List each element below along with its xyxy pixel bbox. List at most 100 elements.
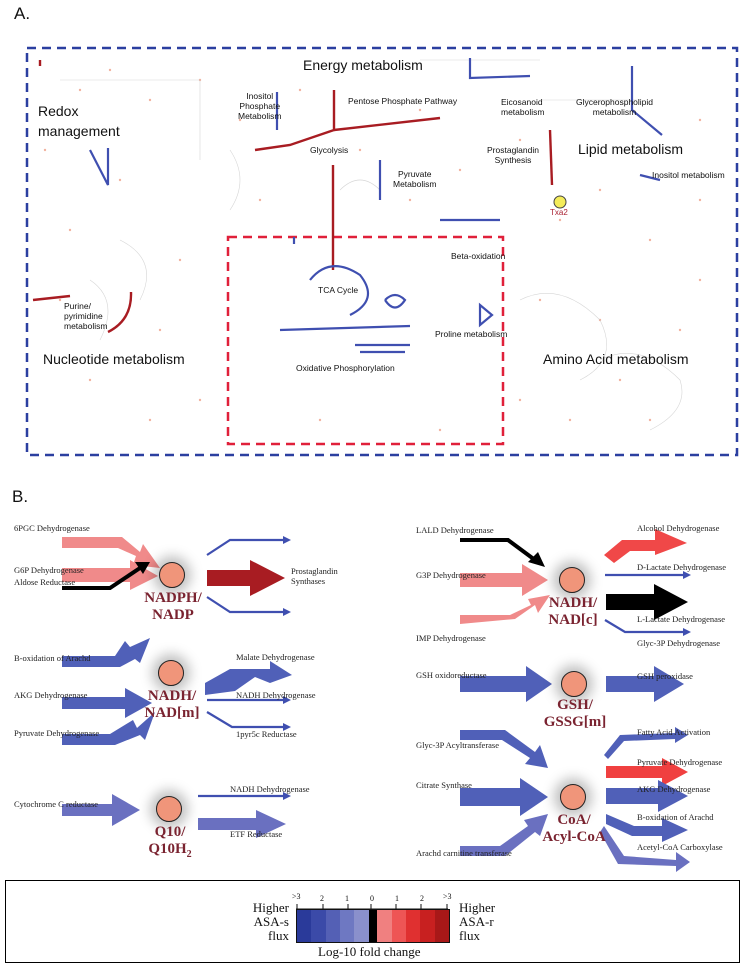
gsh-label-line1: GSH/ bbox=[557, 697, 593, 713]
arrow-g3p bbox=[460, 564, 548, 596]
nadhc-arrows bbox=[460, 529, 691, 636]
label-malate: Malate Dehydrogenase bbox=[236, 652, 315, 662]
arrow-boxidation bbox=[62, 638, 150, 667]
gsh-node-label: GSH/ GSSG[m] bbox=[540, 697, 610, 731]
q10-arrows bbox=[62, 792, 291, 838]
pathway-eicosanoid: Eicosanoid metabolism bbox=[501, 97, 544, 117]
blue-pathways bbox=[89, 58, 663, 354]
energy-region-box bbox=[25, 46, 739, 457]
legend-right-line3: flux bbox=[459, 928, 480, 943]
q10-node-label: Q10/ Q10H2 bbox=[135, 824, 205, 863]
purine-line1: Purine/ bbox=[64, 301, 91, 311]
arrow-g6p bbox=[62, 560, 158, 590]
legend-left-line3: flux bbox=[268, 928, 289, 943]
arrow-aldose bbox=[62, 566, 142, 590]
arrow-akg-in bbox=[62, 688, 152, 718]
nadph-label-line2: NADP bbox=[152, 607, 194, 623]
q10-label-sub: 2 bbox=[186, 849, 192, 860]
txa2-node bbox=[553, 195, 567, 209]
arrow-akg-out bbox=[606, 780, 688, 812]
arrow-glyc3p-dh bbox=[604, 619, 683, 634]
mitochondria-region-box bbox=[226, 235, 505, 446]
nadhm-arrows bbox=[62, 638, 292, 745]
label-boxidation-in: B-oxidation of Arachd bbox=[14, 653, 91, 663]
flux-arrows bbox=[62, 529, 691, 872]
coa-label-line2: Acyl-CoA bbox=[542, 829, 606, 845]
region-amino-acid-label: Amino Acid metabolism bbox=[543, 351, 689, 367]
color-scale bbox=[296, 909, 450, 943]
tick-6: 2 bbox=[420, 894, 424, 903]
inositol-phosphate-line3: Metabolism bbox=[238, 111, 282, 121]
legend-box bbox=[5, 880, 740, 963]
nadph-label-line1: NADPH/ bbox=[144, 590, 202, 606]
scale-swatch-10 bbox=[420, 910, 435, 942]
panel-a-label: A. bbox=[14, 4, 31, 23]
eicosanoid-line2: metabolism bbox=[501, 107, 545, 117]
label-g3p: G3P Dehydrogenase bbox=[416, 570, 486, 580]
label-g6p: G6P Dehydrogenase bbox=[14, 565, 84, 575]
scale-swatch-6 bbox=[368, 910, 378, 942]
pathway-glycolysis: Glycolysis bbox=[310, 145, 349, 155]
label-acetylcoa: Acetyl-CoA Carboxylase bbox=[637, 842, 723, 852]
label-prostaglandin-synthases: Prostaglandin Synthases bbox=[291, 566, 338, 586]
label-glyc3p-dh: Glyc-3P Dehydrogenase bbox=[637, 638, 721, 648]
region-energy-label: Energy metabolism bbox=[303, 57, 423, 73]
coa-node bbox=[560, 784, 586, 810]
metabolic-map bbox=[25, 46, 739, 457]
q10-label-main: Q10H bbox=[148, 841, 187, 857]
pathway-pyruvate: Pyruvate Metabolism bbox=[393, 169, 436, 189]
arrow-gsh-oxidoreductase bbox=[460, 666, 552, 702]
scale-swatch-7 bbox=[377, 910, 392, 942]
tick-4: 0 bbox=[370, 894, 374, 903]
label-lald: LALD Dehydrogenase bbox=[416, 525, 494, 535]
label-1pyr5c: 1pyr5c Reductase bbox=[236, 729, 297, 739]
legend-caption: Log-10 fold change bbox=[318, 944, 421, 959]
arrow-cytc bbox=[62, 794, 140, 826]
region-lipid-label: Lipid metabolism bbox=[578, 141, 684, 157]
pathway-oxphos: Oxidative Phosphorylation bbox=[296, 363, 395, 373]
scale-swatch-3 bbox=[325, 910, 341, 942]
label-glyc3p-acyl: Glyc-3P Acyltransferase bbox=[416, 740, 500, 750]
pathway-tca: TCA Cycle bbox=[318, 285, 359, 295]
pathway-glycerophospholipid: Glycerophospholipid metabolism bbox=[576, 97, 653, 117]
arrow-etf bbox=[198, 810, 286, 838]
network-edges bbox=[60, 59, 683, 431]
redox-line1: Redox bbox=[38, 103, 79, 119]
nadh-m-label-line1: NADH/ bbox=[147, 688, 197, 704]
legend-left-line2: ASA-s bbox=[253, 914, 289, 929]
gsh-arrows bbox=[460, 666, 684, 702]
nadh-c-label-line2: NAD[c] bbox=[548, 612, 598, 628]
label-alcohol: Alcohol Dehydrogenase bbox=[637, 523, 720, 533]
arrow-nadph-out-top bbox=[206, 538, 283, 556]
q10-label-line1: Q10/ bbox=[154, 824, 186, 840]
label-6pgc: 6PGC Dehydrogenase bbox=[14, 523, 90, 533]
arrow-6pgc bbox=[62, 537, 160, 568]
nadh-c-label-line1: NADH/ bbox=[548, 595, 598, 611]
scale-swatch-8 bbox=[391, 910, 407, 942]
inositol-phosphate-line2: Phosphate bbox=[239, 101, 281, 111]
legend-left-text: Higher ASA-s flux bbox=[249, 901, 289, 943]
label-etf: ETF Reductase bbox=[230, 829, 283, 839]
label-dlactate: D-Lactate Dehydrogenase bbox=[637, 562, 726, 572]
label-arachd-carnitine: Arachd carnitine transferase bbox=[416, 848, 512, 858]
label-boxidation-out: B-oxidation of Arachd bbox=[637, 812, 714, 822]
pathway-purine: Purine/ pyrimidine metabolism bbox=[64, 301, 107, 331]
pathway-beta-oxidation: Beta-oxidation bbox=[451, 251, 506, 261]
coa-arrows bbox=[460, 727, 690, 872]
gsh-node bbox=[561, 671, 587, 697]
arrow-arachd-in bbox=[460, 814, 548, 856]
nadh-m-label-line2: NAD[m] bbox=[144, 705, 200, 721]
label-cytc: Cytochrome C reductase bbox=[14, 799, 99, 809]
prostaglandin-synthases-line1: Prostaglandin bbox=[291, 566, 338, 576]
scale-swatch-4 bbox=[340, 910, 355, 942]
glycerophospholipid-line2: metabolism bbox=[592, 107, 637, 117]
pathway-pentose: Pentose Phosphate Pathway bbox=[348, 96, 458, 106]
tick-5: 1 bbox=[395, 894, 399, 903]
region-nucleotide-label: Nucleotide metabolism bbox=[43, 351, 185, 367]
label-akg-in: AKG Dehydrogenase bbox=[14, 690, 88, 700]
network-background bbox=[43, 68, 702, 432]
purine-line2: pyrimidine bbox=[64, 311, 103, 321]
pathway-prostaglandin: Prostaglandin Synthesis bbox=[487, 145, 539, 165]
coa-node-label: CoA/ Acyl-CoA bbox=[539, 812, 609, 846]
pyruvate-line1: Pyruvate bbox=[397, 169, 432, 179]
